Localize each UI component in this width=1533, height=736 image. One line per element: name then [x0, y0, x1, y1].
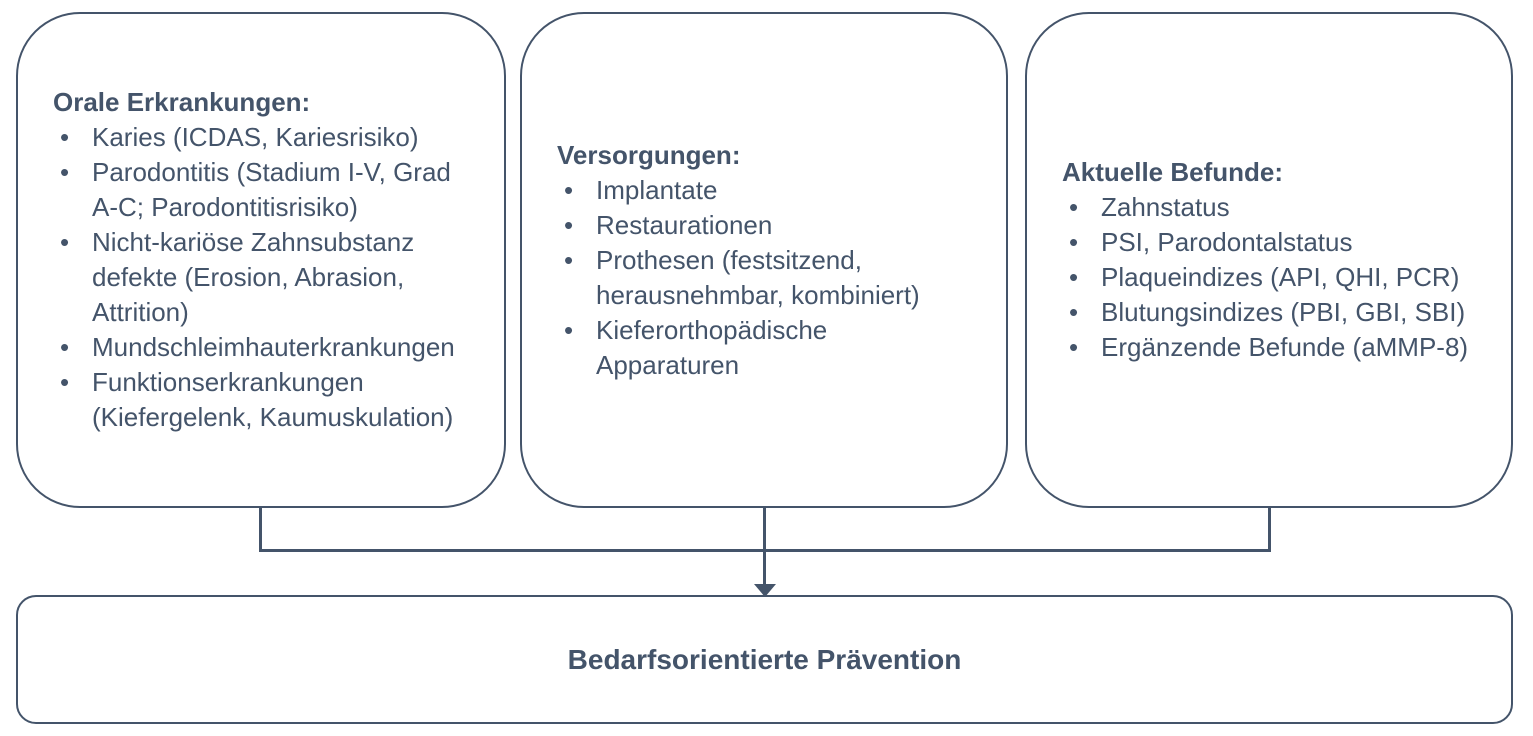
- bullet-icon: •: [564, 209, 574, 240]
- list-item: • Implantate: [557, 173, 988, 208]
- list-item-text: Zahnstatus: [1101, 192, 1230, 222]
- box-title: Aktuelle Befunde:: [1062, 157, 1284, 187]
- bullet-icon: •: [564, 244, 574, 275]
- list-item: • Nicht-kariöse Zahnsubstanz defekte (Ero…: [53, 225, 486, 330]
- box-bedarfsorientierte-praevention: Bedarfsorientierte Prävention: [16, 595, 1513, 724]
- list-item-text: Ergänzende Befunde (aMMP-8): [1101, 332, 1469, 362]
- box-aktuelle-befunde: Aktuelle Befunde: • Zahnstatus • PSI, Paro…: [1025, 12, 1513, 508]
- bullet-list: • Implantate • Restaurationen • Prothesen (…: [557, 173, 988, 383]
- bullet-icon: •: [1069, 227, 1079, 257]
- list-item: • Kieferorthopädische Apparaturen: [557, 313, 988, 383]
- list-item: • Prothesen (festsitzend, herausnehmbar, …: [557, 243, 988, 313]
- list-item: • Mundschleimhauterkrankungen: [53, 330, 486, 365]
- bullet-icon: •: [1069, 262, 1079, 292]
- bullet-icon: •: [60, 122, 70, 152]
- bullet-icon: •: [60, 157, 70, 187]
- list-item-text: Funktionserkrankungen (Kiefergelenk, Kau…: [92, 367, 454, 432]
- box-versorgungen: Versorgungen: • Implantate • Restauratione…: [520, 12, 1008, 508]
- list-item-text: Blutungsindizes (PBI, GBI, SBI): [1101, 297, 1466, 327]
- list-item: • Parodontitis (Stadium I-V, Grad A-C; Pa…: [53, 155, 486, 225]
- box-orale-erkrankungen: Orale Erkrankungen: • Karies (ICDAS, Kari…: [16, 12, 506, 508]
- box-content: Aktuelle Befunde: • Zahnstatus • PSI, Paro…: [1027, 155, 1511, 365]
- list-item-text: Restaurationen: [596, 209, 773, 240]
- list-item: • Ergänzende Befunde (aMMP-8): [1062, 330, 1493, 365]
- bullet-icon: •: [1069, 297, 1079, 327]
- list-item-text: Nicht-kariöse Zahnsubstanz defekte (Eros…: [92, 227, 415, 327]
- box-content: Orale Erkrankungen: • Karies (ICDAS, Kari…: [18, 85, 504, 435]
- list-item: • Zahnstatus: [1062, 190, 1493, 225]
- bullet-list: • Karies (ICDAS, Kariesrisiko) • Parodonti…: [53, 120, 486, 435]
- list-item-text: Kieferorthopädische Apparaturen: [596, 314, 828, 380]
- box-content: Versorgungen: • Implantate • Restauratione…: [522, 138, 1006, 383]
- bullet-icon: •: [1069, 192, 1079, 222]
- bullet-icon: •: [60, 332, 70, 362]
- bullet-icon: •: [60, 367, 70, 397]
- bullet-list: • Zahnstatus • PSI, Parodontalstatus • Plaq…: [1062, 190, 1493, 365]
- list-item-text: PSI, Parodontalstatus: [1101, 227, 1353, 257]
- list-item-text: Plaqueindizes (API, QHI, PCR): [1101, 262, 1460, 292]
- box-title: Orale Erkrankungen:: [53, 87, 311, 117]
- list-item: • Funktionserkrankungen (Kiefergelenk, Ka…: [53, 365, 486, 435]
- list-item-text: Prothesen (festsitzend, herausnehmbar, k…: [596, 244, 920, 310]
- result-label: Bedarfsorientierte Prävention: [567, 643, 962, 675]
- list-item: • Plaqueindizes (API, QHI, PCR): [1062, 260, 1493, 295]
- arrow-down-icon: [754, 584, 776, 597]
- list-item: • Blutungsindizes (PBI, GBI, SBI): [1062, 295, 1493, 330]
- bullet-icon: •: [60, 227, 70, 257]
- list-item-text: Mundschleimhauterkrankungen: [92, 332, 455, 362]
- connector-left-stub: [259, 506, 262, 552]
- box-title: Versorgungen:: [557, 139, 741, 170]
- list-item: • Karies (ICDAS, Kariesrisiko): [53, 120, 486, 155]
- list-item: • Restaurationen: [557, 208, 988, 243]
- list-item-text: Parodontitis (Stadium I-V, Grad A-C; Par…: [92, 157, 451, 222]
- connector-right-stub: [1268, 506, 1271, 552]
- bullet-icon: •: [564, 314, 574, 345]
- list-item: • PSI, Parodontalstatus: [1062, 225, 1493, 260]
- list-item-text: Karies (ICDAS, Kariesrisiko): [92, 122, 419, 152]
- list-item-text: Implantate: [596, 174, 718, 205]
- bullet-icon: •: [564, 174, 574, 205]
- connector-center-line: [763, 506, 766, 586]
- bullet-icon: •: [1069, 332, 1079, 362]
